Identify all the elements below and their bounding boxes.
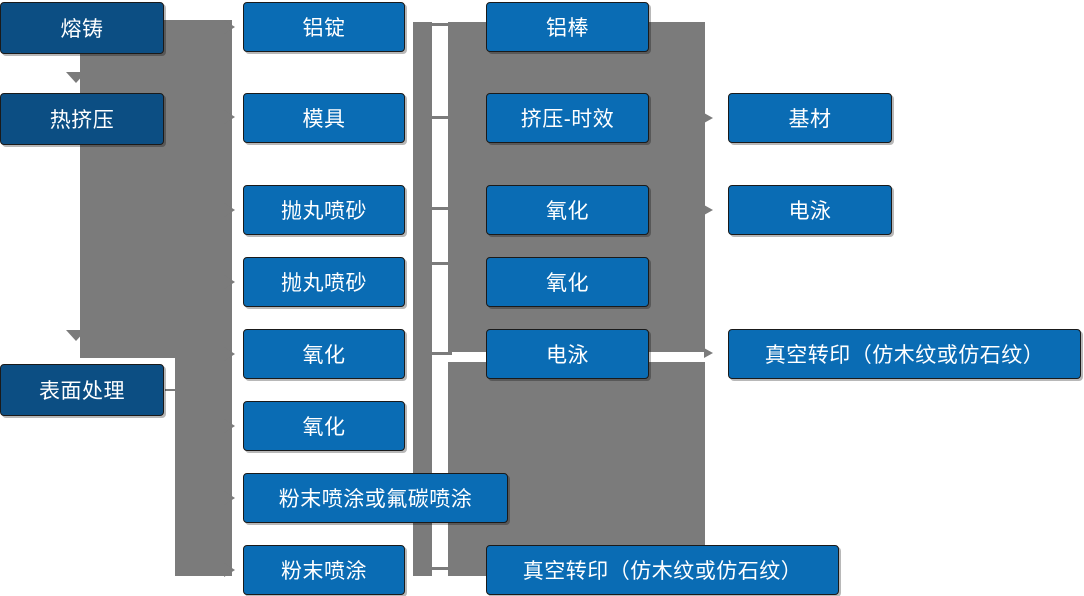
process-label: 粉末喷涂 bbox=[281, 560, 367, 583]
stage-box-melting-casting[interactable]: 熔铸 bbox=[0, 2, 164, 54]
stage-label: 表面处理 bbox=[39, 380, 125, 403]
arrow-to-out-3 bbox=[704, 348, 713, 358]
treatment-box-electrophoresis[interactable]: 电泳 bbox=[486, 329, 649, 379]
output-label: 真空转印（仿木纹或仿石纹） bbox=[764, 344, 1045, 367]
arrow-to-proc-3 bbox=[224, 203, 235, 217]
connector-treatment-field-lower bbox=[448, 362, 705, 576]
treatment-label: 电泳 bbox=[546, 344, 589, 367]
connector-process-bar bbox=[413, 22, 432, 576]
output-box-vacuum-transfer-printing[interactable]: 真空转印（仿木纹或仿石纹） bbox=[728, 329, 1081, 379]
arrow-to-proc-4 bbox=[224, 275, 235, 289]
arrow-to-proc-7 bbox=[224, 491, 235, 505]
process-label: 氧化 bbox=[302, 344, 346, 367]
process-label: 铝锭 bbox=[302, 17, 346, 40]
output-label: 电泳 bbox=[788, 200, 832, 223]
connector-stub-surface-treatment bbox=[165, 389, 187, 391]
arrow-to-proc-1 bbox=[224, 20, 235, 34]
process-box-mold[interactable]: 模具 bbox=[243, 93, 405, 143]
process-label: 模具 bbox=[302, 108, 346, 131]
process-box-powder-coating[interactable]: 粉末喷涂 bbox=[243, 545, 405, 595]
stage-label: 熔铸 bbox=[60, 18, 104, 41]
process-box-powder-or-fluorocarbon-coating[interactable]: 粉末喷涂或氟碳喷涂 bbox=[243, 473, 508, 523]
process-label: 氧化 bbox=[302, 416, 346, 439]
treatment-box-aluminum-bar[interactable]: 铝棒 bbox=[486, 2, 649, 52]
chevron-stage2-to-stage3 bbox=[66, 330, 86, 341]
tick-row-6 bbox=[430, 567, 452, 570]
treatment-box-oxidation-2[interactable]: 氧化 bbox=[486, 257, 649, 307]
process-box-aluminum-ingot[interactable]: 铝锭 bbox=[243, 2, 405, 52]
chevron-stage1-to-stage2 bbox=[66, 72, 86, 83]
arrow-to-proc-8 bbox=[224, 563, 235, 577]
process-label: 抛丸喷砂 bbox=[281, 272, 367, 295]
stage-box-hot-extrusion[interactable]: 热挤压 bbox=[0, 93, 164, 145]
output-box-electrophoresis[interactable]: 电泳 bbox=[728, 185, 892, 235]
connector-stage-trunk-upper bbox=[80, 20, 232, 358]
arrow-to-out-1 bbox=[704, 113, 713, 123]
process-box-oxidation-2[interactable]: 氧化 bbox=[243, 401, 405, 451]
treatment-label: 挤压-时效 bbox=[520, 108, 615, 131]
treatment-label: 氧化 bbox=[546, 200, 589, 223]
arrow-to-out-2 bbox=[704, 205, 713, 215]
process-box-shot-blasting-2[interactable]: 抛丸喷砂 bbox=[243, 257, 405, 307]
output-label: 基材 bbox=[788, 108, 832, 131]
treatment-label: 真空转印（仿木纹或仿石纹） bbox=[522, 560, 803, 583]
tick-row-2 bbox=[430, 116, 452, 119]
tick-row-3 bbox=[430, 207, 452, 210]
connector-stage-trunk-lower bbox=[175, 358, 232, 576]
tick-row-1 bbox=[430, 23, 452, 26]
process-box-oxidation-1[interactable]: 氧化 bbox=[243, 329, 405, 379]
output-box-substrate[interactable]: 基材 bbox=[728, 93, 892, 143]
arrow-to-proc-6 bbox=[224, 419, 235, 433]
treatment-label: 氧化 bbox=[546, 272, 589, 295]
tick-row-4 bbox=[430, 262, 452, 265]
process-box-shot-blasting-1[interactable]: 抛丸喷砂 bbox=[243, 185, 405, 235]
treatment-box-oxidation-1[interactable]: 氧化 bbox=[486, 185, 649, 235]
process-label: 抛丸喷砂 bbox=[281, 200, 367, 223]
stage-label: 热挤压 bbox=[49, 109, 115, 132]
treatment-box-vacuum-transfer-printing[interactable]: 真空转印（仿木纹或仿石纹） bbox=[486, 545, 839, 595]
treatment-label: 铝棒 bbox=[546, 17, 589, 40]
arrow-to-proc-2 bbox=[224, 110, 235, 124]
process-label: 粉末喷涂或氟碳喷涂 bbox=[278, 488, 473, 511]
stage-box-surface-treatment[interactable]: 表面处理 bbox=[0, 364, 164, 416]
treatment-box-extrusion-aging[interactable]: 挤压-时效 bbox=[486, 93, 649, 143]
arrow-to-proc-5 bbox=[224, 347, 235, 361]
tick-row-5 bbox=[430, 352, 452, 355]
